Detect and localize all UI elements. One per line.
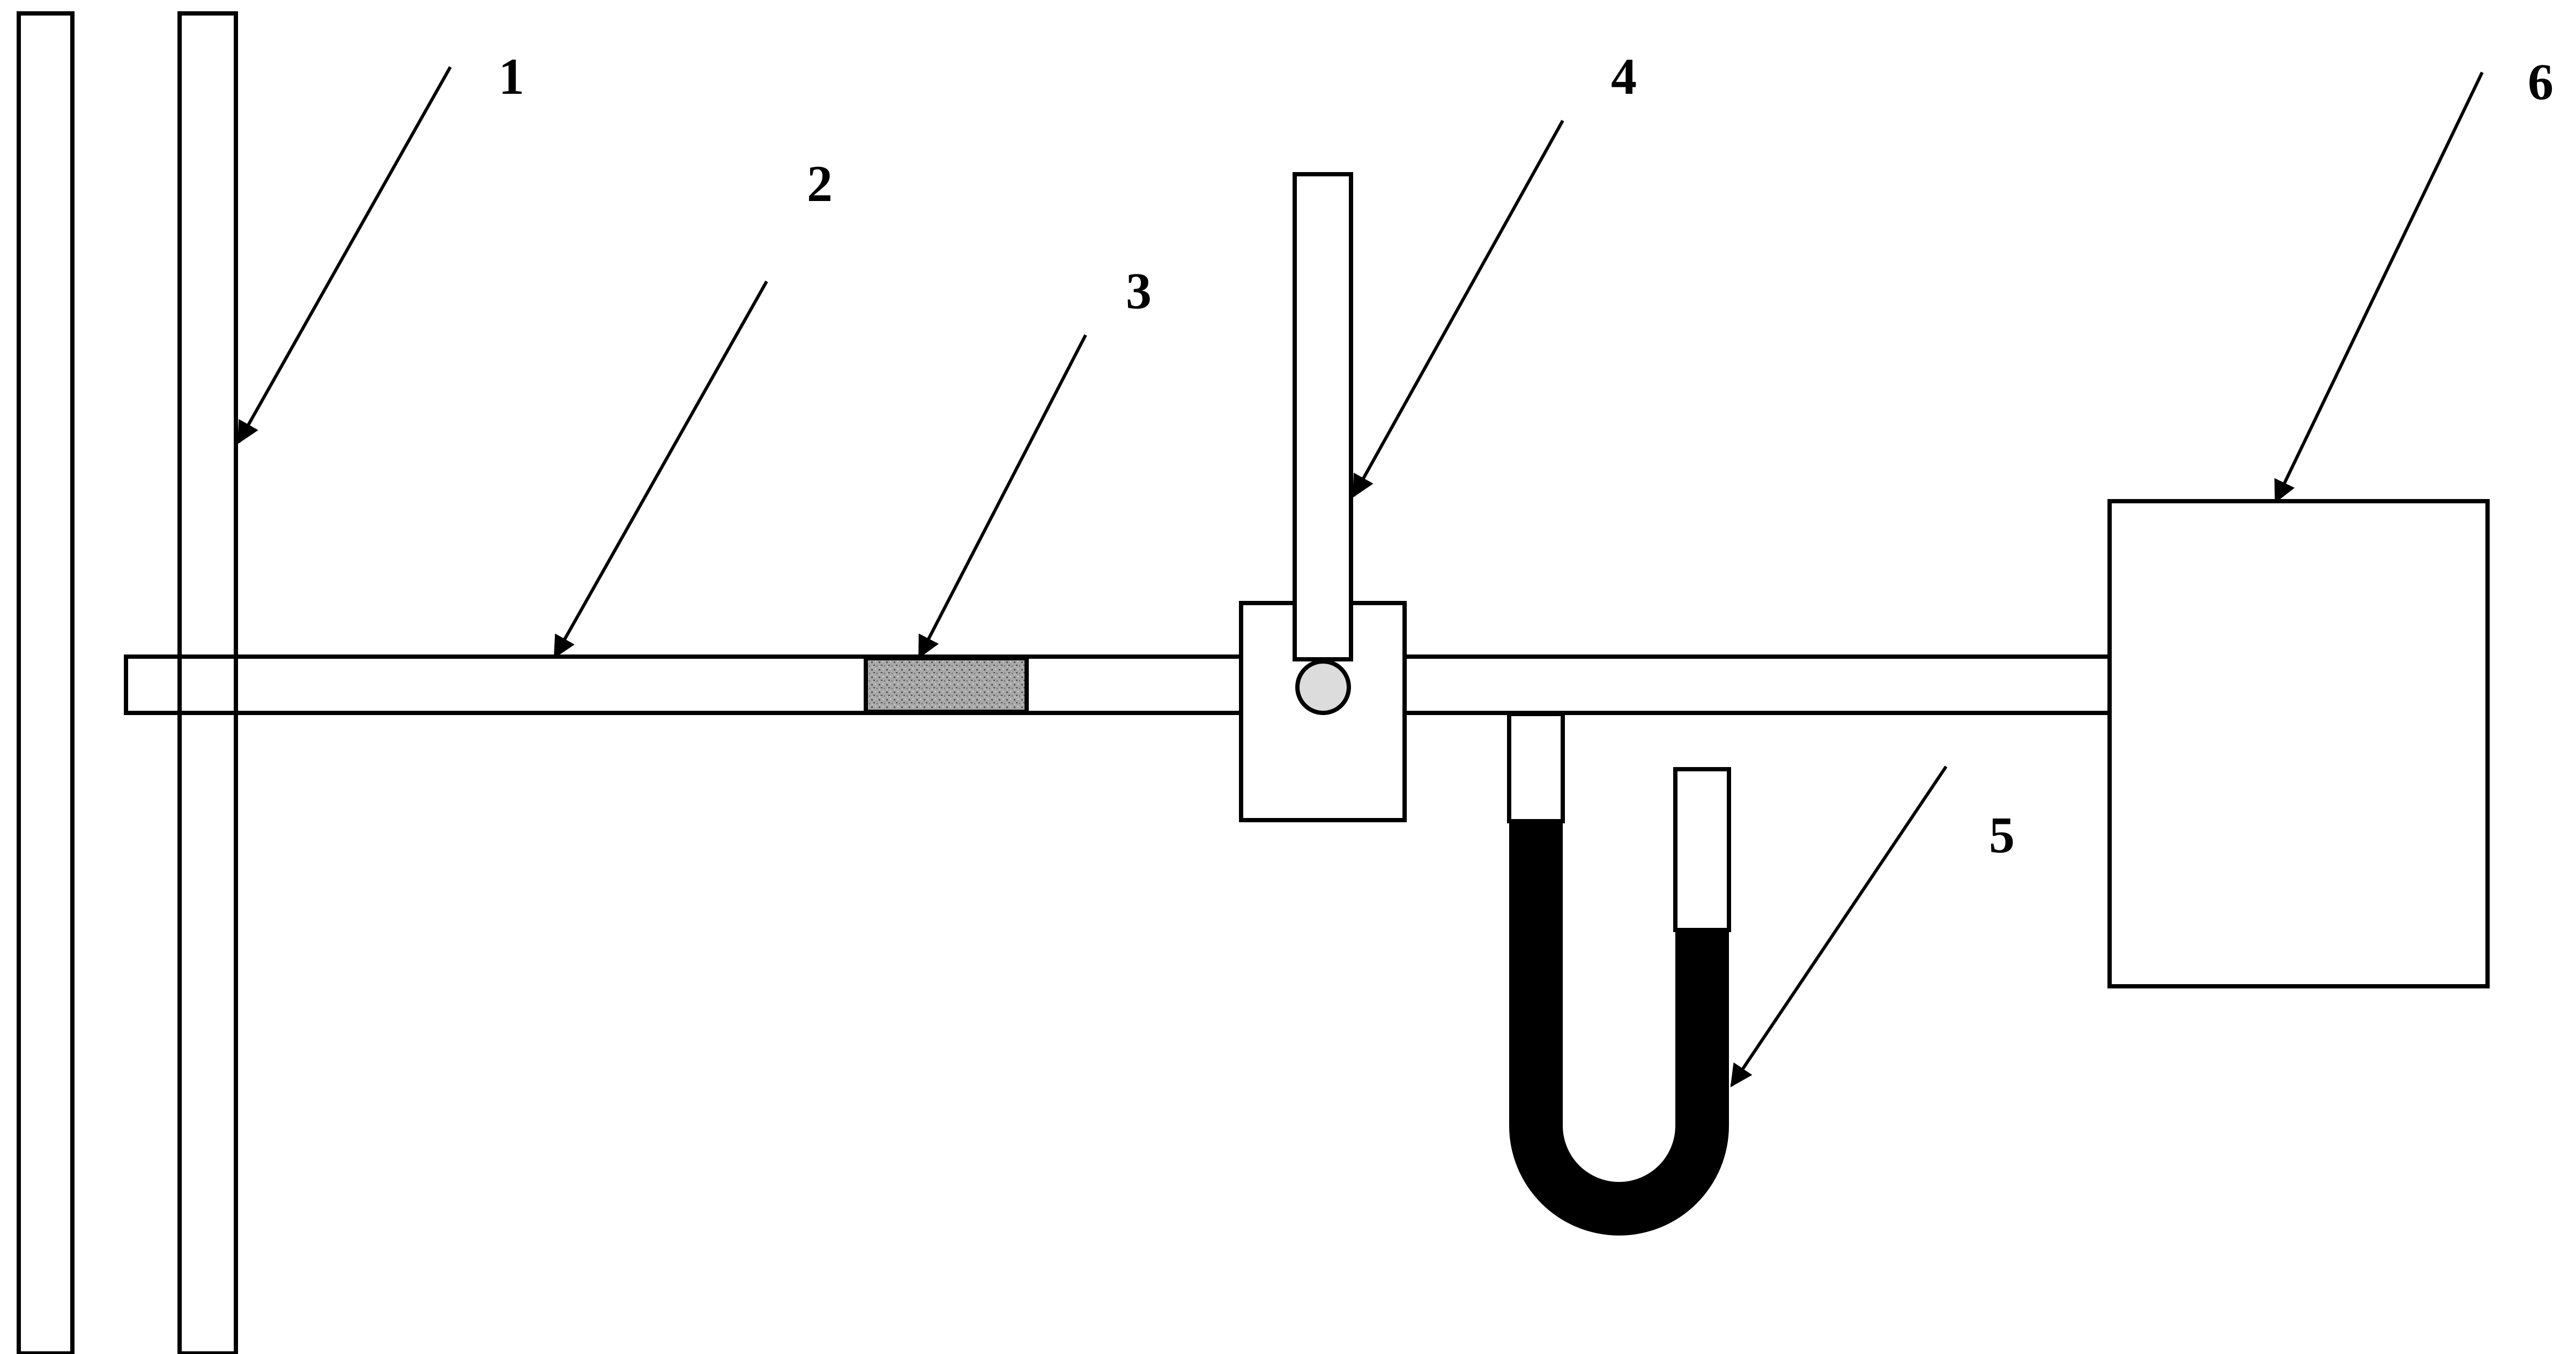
sample-section-3: [864, 656, 1029, 714]
horizontal-tube-2: [124, 654, 2112, 715]
label-6: 6: [2528, 53, 2553, 110]
label-3: 3: [1126, 262, 1152, 319]
leader-line-6: [2274, 71, 2484, 503]
label-4: 4: [1611, 48, 1637, 105]
valve-inlet-tube-4: [1293, 172, 1353, 661]
outer-vertical-tube: [17, 11, 75, 1354]
leader-line-3: [918, 334, 1087, 659]
label-1: 1: [499, 48, 524, 105]
valve-ball: [1295, 659, 1351, 715]
leader-line-2: [553, 280, 768, 659]
leader-line-1: [237, 66, 452, 444]
box-6: [2107, 499, 2490, 988]
leader-line-4: [1352, 120, 1564, 498]
leader-line-5: [1730, 765, 1948, 1088]
u-tube-manometer-5: [1507, 712, 1731, 1236]
label-5: 5: [1989, 806, 2015, 864]
label-2: 2: [807, 155, 833, 212]
